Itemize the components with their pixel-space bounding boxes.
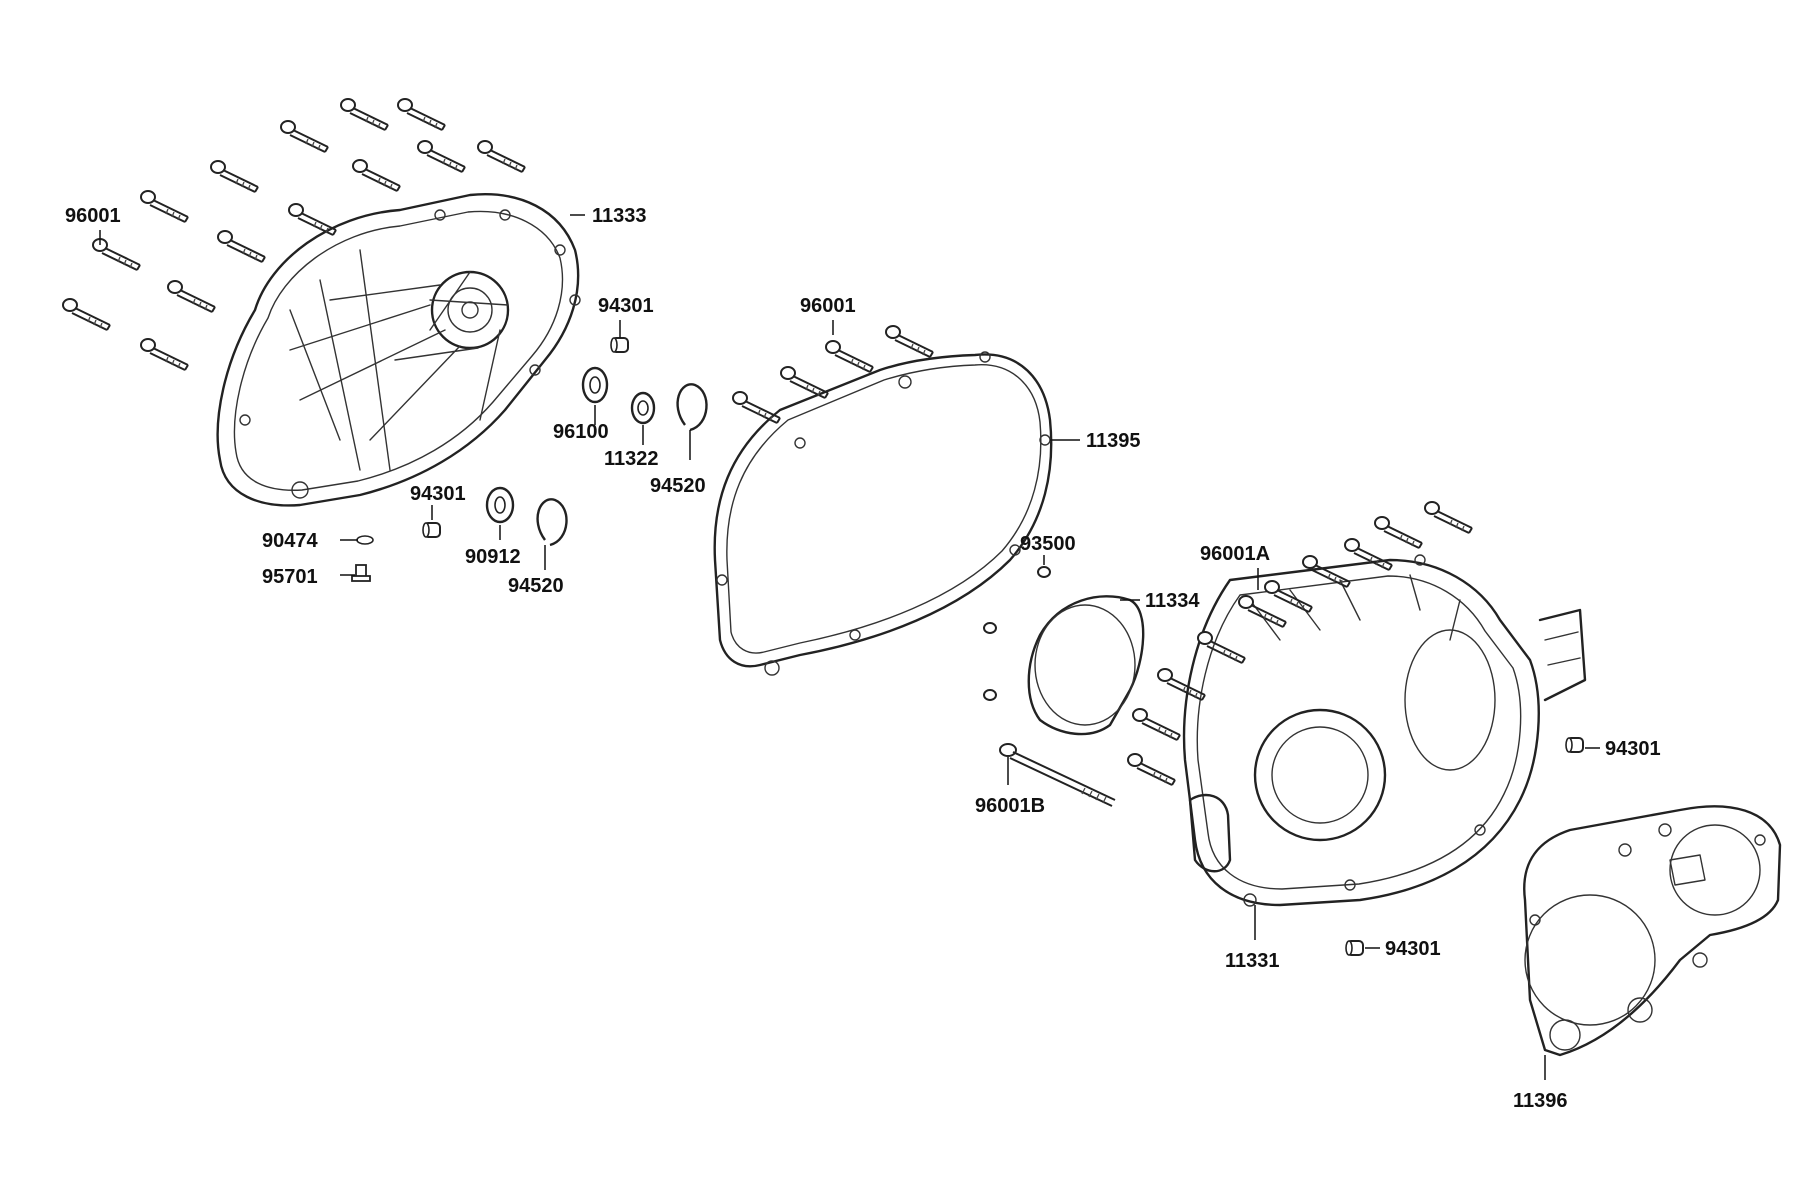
label-dowel-upper: 94301 [598, 295, 654, 317]
label-base-gasket: 11396 [1513, 1090, 1568, 1112]
label-bearing-a: 96100 [553, 421, 609, 443]
bolt-set-inner [1127, 501, 1473, 786]
label-inner-plate: 11334 [1145, 590, 1200, 612]
base-gasket-drawing [1523, 805, 1782, 1057]
cover-gasket-drawing [713, 351, 1053, 676]
right-dowels [1345, 737, 1584, 956]
label-main-cover: 11333 [592, 205, 647, 227]
label-dowel-right-lower: 94301 [1385, 938, 1441, 960]
label-bolts-gasket: 96001 [800, 295, 856, 317]
label-screw-small: 93500 [1020, 533, 1076, 555]
label-bolts-main: 96001 [65, 205, 121, 227]
label-dowel-lower: 94301 [410, 483, 466, 505]
label-circlip-lower: 94520 [508, 575, 564, 597]
label-long-bolt: 96001B [975, 795, 1045, 817]
label-bearing-lower: 90912 [465, 546, 521, 568]
label-dowel-right-upper: 94301 [1605, 738, 1661, 760]
inner-plate-drawing [983, 566, 1145, 736]
part-labels: 96001 11333 94301 96100 11322 94520 9430… [65, 205, 1661, 1112]
label-drain-bolt: 95701 [262, 566, 318, 588]
label-inner-cover: 11331 [1225, 950, 1280, 972]
label-bearing-b: 11322 [604, 448, 659, 470]
label-circlip-upper: 94520 [650, 475, 706, 497]
main-cover-drawing [216, 193, 581, 507]
label-cover-gasket: 11395 [1086, 430, 1141, 452]
label-bolts-inner: 96001A [1200, 543, 1270, 565]
leader-lines [99, 214, 1600, 1080]
inner-cover-drawing [1182, 554, 1587, 907]
bolt-set-main [62, 98, 526, 371]
long-bolt-drawing [999, 743, 1116, 807]
bearing-parts [351, 337, 708, 582]
label-washer: 90474 [262, 530, 318, 552]
